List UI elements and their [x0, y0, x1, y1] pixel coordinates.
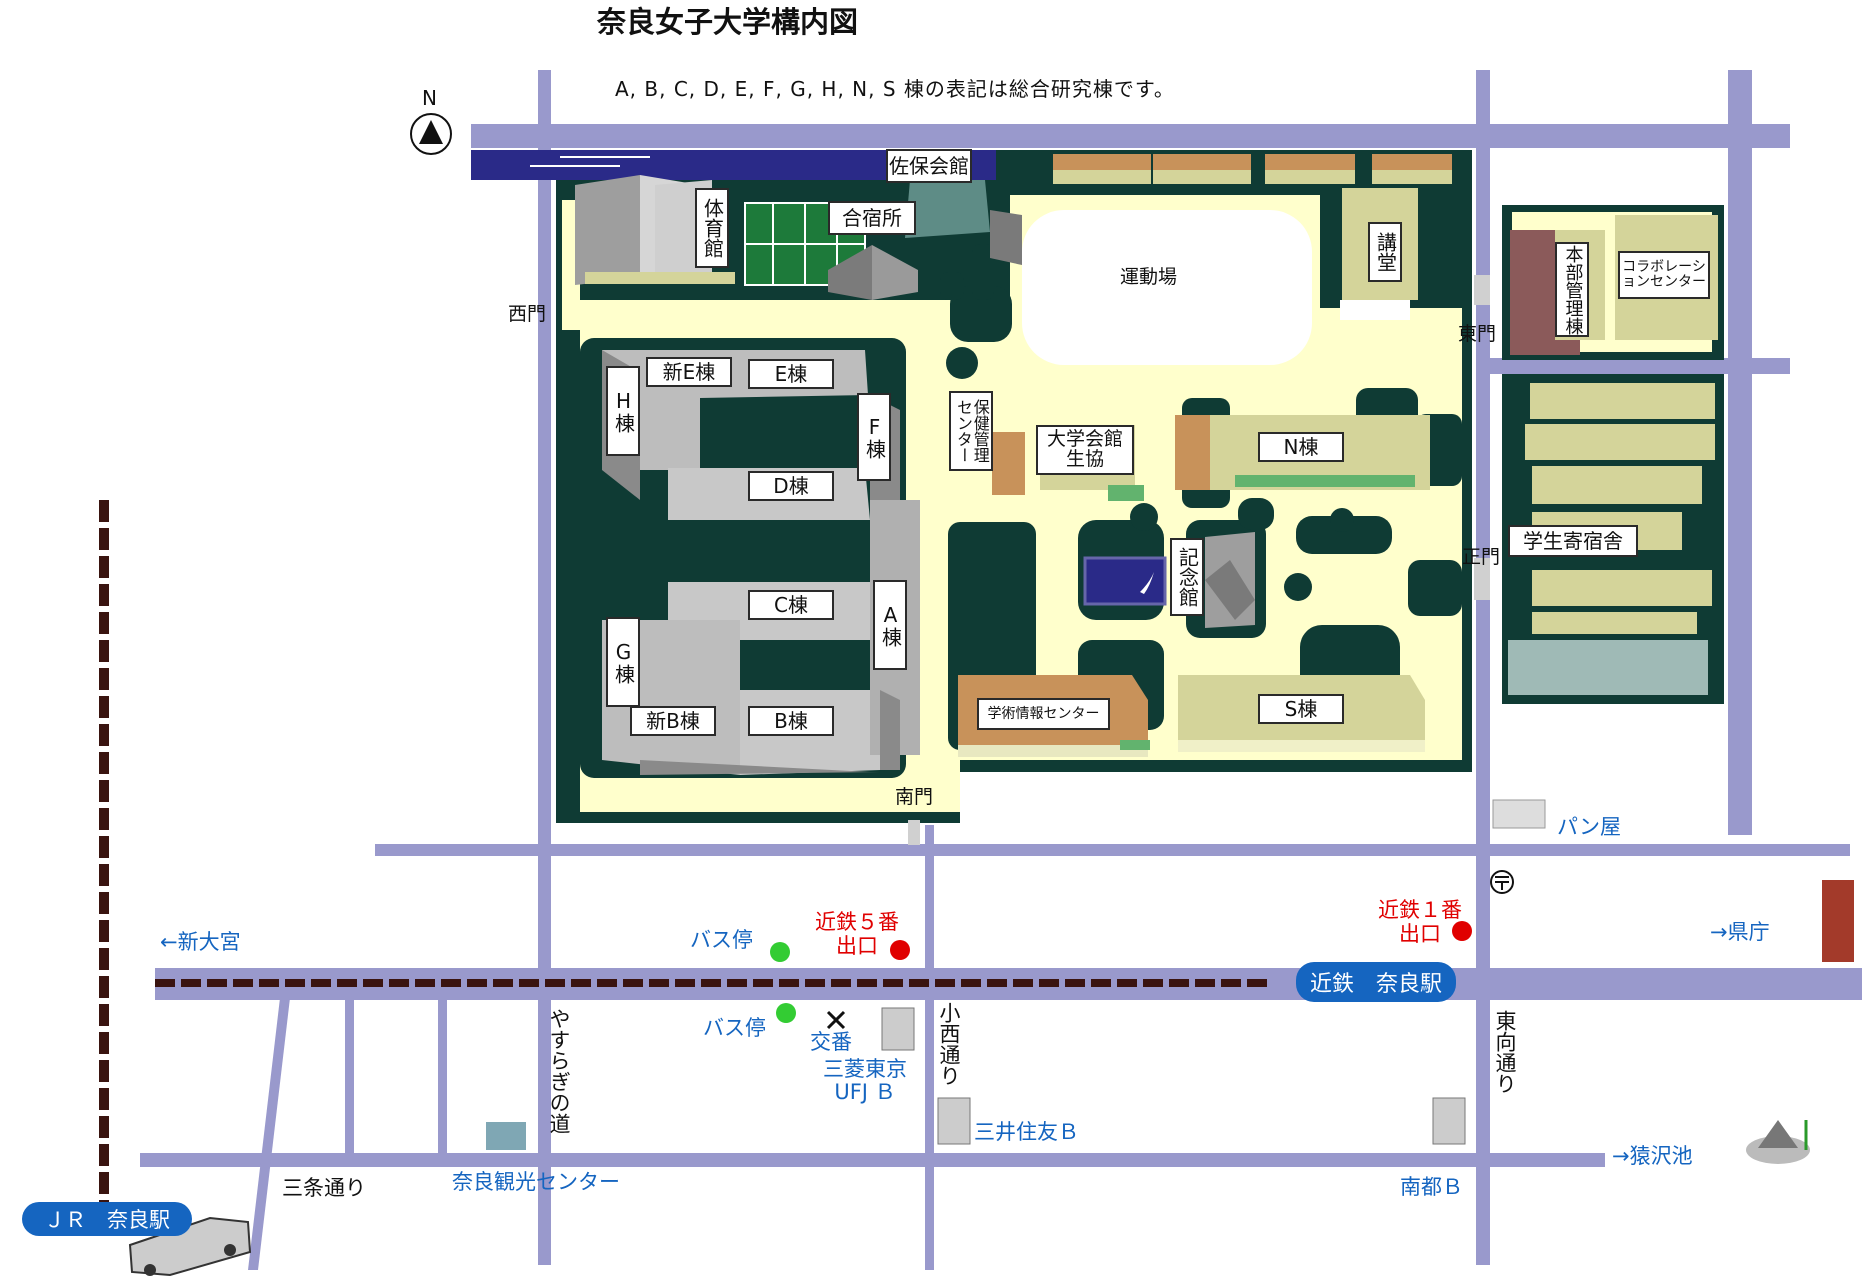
- road-far-east-vertical: [1728, 70, 1752, 835]
- kinenkan-label: 記念館: [1170, 538, 1204, 616]
- sanjo-label: 三条通り: [282, 1176, 366, 1200]
- gym-label: 体育館: [695, 188, 729, 268]
- honbu-label: 本部管理棟: [1555, 242, 1589, 337]
- kanko-center-label: 奈良観光センター: [452, 1170, 620, 1194]
- shin-b-label: 新B棟: [630, 706, 716, 736]
- e-label: E棟: [748, 359, 834, 389]
- nanto-label: 南都Ｂ: [1400, 1175, 1463, 1199]
- mufg-label: 三菱東京 UFJ Ｂ: [823, 1057, 907, 1104]
- sarusawa-label: →猿沢池: [1612, 1144, 1693, 1168]
- pond-icon: [1746, 1120, 1810, 1164]
- sahokaikan-roof: [905, 180, 990, 238]
- g-label: G棟: [606, 617, 640, 707]
- road-east-vertical: [1476, 70, 1490, 1265]
- kodo-label: 講堂: [1368, 222, 1402, 282]
- kinenkan-building: [1205, 532, 1255, 628]
- kintetsu-exit1-marker: [1452, 921, 1472, 941]
- pond: [1083, 556, 1167, 606]
- d-label: D棟: [748, 471, 834, 501]
- road-sanjo-branch-1: [345, 998, 354, 1158]
- f-label: F棟: [857, 393, 891, 481]
- sahokaikan-label: 佐保会館: [886, 149, 972, 183]
- bakery-icon: [1492, 799, 1546, 829]
- dormitory-label: 学生寄宿舎: [1508, 525, 1638, 557]
- bakery-label: パン屋: [1557, 815, 1622, 839]
- roads: [140, 70, 1862, 1270]
- c-label: C棟: [748, 590, 834, 620]
- compass-icon: [410, 113, 452, 155]
- b-label: B棟: [748, 706, 834, 736]
- info-center-label: 学術情報センター: [977, 698, 1110, 730]
- sports-field: [1022, 210, 1312, 365]
- east-gate-label: 東門: [1458, 323, 1497, 345]
- health-center-label: 保健管理センター: [949, 391, 993, 471]
- main-gate-label: 正門: [1462, 546, 1501, 568]
- map-title: 奈良女子大学構内図: [597, 5, 859, 39]
- health-center-building: [992, 432, 1025, 495]
- town-icons: [128, 799, 1854, 1276]
- yasuragi-label: やすらぎの道: [547, 1008, 571, 1134]
- kintetsu-nara-station[interactable]: 近鉄 奈良駅: [1296, 962, 1456, 1002]
- bus-stop-marker-2: [776, 1003, 796, 1023]
- kintetsu-exit5-marker: [890, 940, 910, 960]
- bus-stop-label-2: バス停: [703, 1016, 766, 1040]
- n-label: N棟: [1258, 432, 1344, 462]
- koban-icon: [826, 1010, 846, 1030]
- gate-stripes: [908, 275, 1490, 845]
- road-west-vertical: [538, 70, 551, 1265]
- road-bottom: [140, 1153, 1605, 1167]
- konishi-label: 小西通り: [937, 1002, 961, 1086]
- road-north: [471, 124, 1790, 148]
- shin-omiya-label: ←新大宮: [160, 930, 241, 954]
- shin-e-label: 新E棟: [646, 357, 732, 387]
- dorm-buildings: [1525, 383, 1715, 634]
- tourist-center-icon: [486, 1122, 526, 1150]
- bus-stop-label-1: バス停: [690, 928, 753, 952]
- kaikan-label: 大学会館 生協: [1036, 425, 1134, 475]
- railways: [99, 500, 1270, 1215]
- koban-label: 交番: [810, 1030, 852, 1054]
- gasshukusho-roof: [872, 245, 918, 300]
- kintetsu-exit5-label: 近鉄５番 出口: [815, 910, 899, 959]
- markers: [410, 113, 1514, 1030]
- higashimuki-label: 東向通り: [1493, 1010, 1517, 1094]
- smbc-label: 三井住友Ｂ: [974, 1120, 1079, 1144]
- jr-nara-station[interactable]: ＪＲ 奈良駅: [22, 1202, 192, 1236]
- west-gate-label: 西門: [508, 303, 547, 325]
- field-label: 運動場: [1120, 266, 1178, 288]
- post-office-icon: [1490, 870, 1514, 894]
- north-row-buildings: [1053, 154, 1452, 170]
- prefecture-office-icon: [1822, 880, 1854, 962]
- road-jr-diagonal: [248, 998, 290, 1270]
- road-sanjo: [155, 968, 1862, 1000]
- road-sanjo-branch-2: [438, 998, 447, 1158]
- kencho-label: →県庁: [1710, 920, 1770, 944]
- building-note: A, B, C, D, E, F, G, H, N, S 棟の表記は総合研究棟で…: [615, 77, 1175, 101]
- road-south: [375, 844, 1850, 856]
- bus-icon: [128, 1216, 252, 1276]
- gasshukusho-label: 合宿所: [828, 201, 916, 235]
- road-konishi: [925, 825, 934, 1270]
- north-label: N: [422, 86, 437, 110]
- s-label: S棟: [1258, 694, 1344, 724]
- bus-stop-marker-1: [770, 942, 790, 962]
- h-label: H棟: [606, 366, 640, 456]
- collab-label: コラボレーションセンター: [1618, 251, 1710, 299]
- dorm-bottom-buildings: [1508, 640, 1708, 695]
- kintetsu-exit1-label: 近鉄１番 出口: [1378, 898, 1462, 947]
- road-east-connector: [1490, 358, 1790, 374]
- bank-icon: [881, 1007, 1466, 1145]
- a-label: A棟: [873, 580, 907, 670]
- south-gate-label: 南門: [895, 786, 934, 808]
